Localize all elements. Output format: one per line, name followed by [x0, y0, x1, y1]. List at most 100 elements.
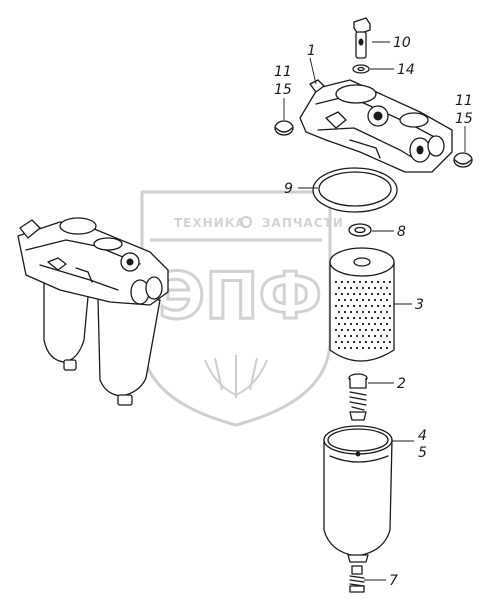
perforation-dot [388, 304, 392, 308]
label-part-15-left: 15 [274, 82, 292, 98]
perforation-dot [358, 316, 362, 320]
perforation-dot [343, 346, 347, 350]
label-part-5: 5 [418, 445, 427, 461]
perforation-dot [388, 280, 392, 284]
filter-element-part-3 [329, 247, 395, 362]
washer-part-14 [352, 64, 370, 74]
label-part-8: 8 [397, 224, 406, 240]
perforation-dot [373, 286, 377, 290]
perforation-dot [337, 322, 341, 326]
perforation-dot [388, 340, 392, 344]
perforation-dot [364, 280, 368, 284]
perforation-dot [358, 292, 362, 296]
perforation-dot [349, 286, 353, 290]
perforation-dot [349, 298, 353, 302]
plug-right [453, 152, 473, 168]
label-part-15-right: 15 [455, 111, 473, 127]
perforation-dot [334, 328, 338, 332]
perforation-dot [385, 286, 389, 290]
perforation-dot [334, 292, 338, 296]
perforation-dot [388, 316, 392, 320]
watermark-big-text: ЭПФ [158, 260, 322, 334]
perforation-dot [355, 346, 359, 350]
perforation-dot [355, 286, 359, 290]
gasket-part-8 [348, 223, 372, 237]
perforation-dot [370, 280, 374, 284]
perforation-dot [343, 334, 347, 338]
bowl-part-4-5 [323, 425, 393, 563]
perforation-dot [388, 328, 392, 332]
part-labels: 10 14 1 11 15 11 15 9 8 3 2 4 5 7 [274, 35, 473, 589]
perforation-dot [385, 334, 389, 338]
perforation-dot [373, 334, 377, 338]
perforation-dot [361, 298, 365, 302]
label-part-4: 4 [418, 428, 427, 444]
perforation-dot [334, 316, 338, 320]
perforation-dot [370, 304, 374, 308]
perforation-dot [379, 346, 383, 350]
perforation-dot [364, 292, 368, 296]
spring-valve-part-2 [348, 373, 368, 421]
label-part-7: 7 [389, 573, 398, 589]
perforation-dot [349, 322, 353, 326]
perforation-dot [340, 292, 344, 296]
filter-head-part-1 [299, 79, 453, 173]
perforation-dot [364, 316, 368, 320]
perforation-dot [343, 310, 347, 314]
watermark-gear-icon [240, 216, 252, 228]
perforation-dot [340, 316, 344, 320]
perforation-dot [376, 328, 380, 332]
perforation-dot [361, 322, 365, 326]
perforation-dot [385, 346, 389, 350]
perforation-dot [358, 340, 362, 344]
perforation-dot [349, 310, 353, 314]
perforation-dot [382, 340, 386, 344]
perforation-dot [352, 340, 356, 344]
perforation-dot [337, 298, 341, 302]
seal-ring-part-9 [312, 167, 398, 213]
perforation-dot [358, 280, 362, 284]
perforation-dot [382, 316, 386, 320]
perforation-dot [370, 292, 374, 296]
perforation-dot [352, 280, 356, 284]
leader-lines [283, 41, 466, 581]
perforation-dot [346, 304, 350, 308]
perforation-dot [385, 310, 389, 314]
perforation-dot [373, 310, 377, 314]
perforation-dot [379, 298, 383, 302]
perforation-dot [367, 346, 371, 350]
perforation-dot [382, 292, 386, 296]
perforation-dot [355, 322, 359, 326]
plug-left [274, 120, 294, 136]
perforation-dot [346, 316, 350, 320]
label-part-10: 10 [393, 35, 411, 51]
perforation-dot [385, 322, 389, 326]
perforation-dot [361, 286, 365, 290]
perforation-dot [388, 292, 392, 296]
perforation-dot [379, 310, 383, 314]
perforation-dot [364, 304, 368, 308]
perforation-dot [340, 328, 344, 332]
perforation-dot [352, 328, 356, 332]
perforation-dot [367, 298, 371, 302]
perforation-dot [364, 340, 368, 344]
assembled-filter [17, 217, 169, 406]
perforation-dot [361, 334, 365, 338]
perforation-dot [334, 280, 338, 284]
perforation-dot [352, 292, 356, 296]
label-part-1: 1 [307, 43, 316, 59]
perforation-dot [346, 340, 350, 344]
perforation-dot [376, 316, 380, 320]
perforation-dot [343, 286, 347, 290]
perforation-dot [367, 286, 371, 290]
perforation-dot [340, 340, 344, 344]
perforation-dot [379, 286, 383, 290]
label-part-14: 14 [397, 62, 415, 78]
label-part-3: 3 [415, 297, 424, 313]
label-part-11-right: 11 [455, 93, 473, 109]
perforation-dot [343, 298, 347, 302]
perforation-dot [358, 328, 362, 332]
perforation-dot [379, 334, 383, 338]
perforation-dot [334, 340, 338, 344]
